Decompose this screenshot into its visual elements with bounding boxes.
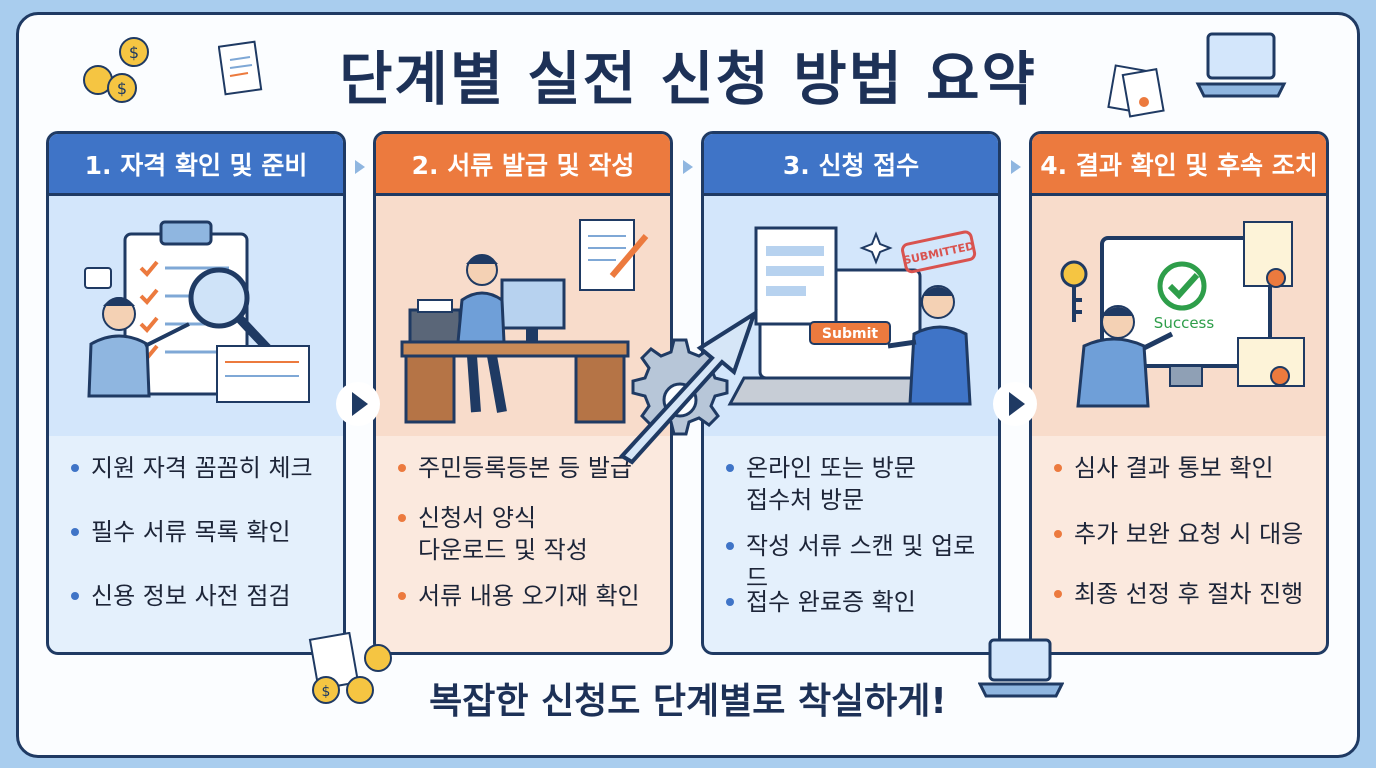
step-bullet-list: 주민등록등본 등 발급 신청서 양식 다운로드 및 작성 서류 내용 오기재 확…	[396, 452, 662, 630]
gear-arrow-icon	[618, 309, 758, 465]
step-bullet-list: 지원 자격 꼼꼼히 체크 필수 서류 목록 확인 신용 정보 사전 점검	[69, 452, 335, 644]
step-header: 3. 신청 접수	[704, 134, 998, 196]
step-card-2: 2. 서류 발급 및 작성 주민등록등본 등 발급 신청서 양식 다운로드 및 …	[373, 131, 673, 655]
submit-button-label: Submit	[822, 326, 878, 342]
success-result-icon: Success	[1060, 221, 1305, 408]
office-desk-icon	[400, 219, 649, 424]
step-card-1: 1. 자격 확인 및 준비 지원 자격 꼼꼼히 체크 필수 서류 목록 확인 신…	[46, 131, 346, 655]
step-illustration: Submit SUBMITTED	[704, 196, 998, 436]
list-item: 심사 결과 통보 확인	[1052, 452, 1318, 518]
documents-icon	[1107, 64, 1165, 118]
success-message: Success	[1154, 314, 1215, 332]
step-card-3: 3. 신청 접수 Submit SUBMITTED 온라인 또는 방문 접수처 …	[701, 131, 1001, 655]
list-item: 신용 정보 사전 점검	[69, 580, 335, 644]
step-header: 1. 자격 확인 및 준비	[49, 134, 343, 196]
laptop-icon	[1195, 32, 1287, 98]
laptop-icon	[978, 638, 1064, 698]
coins-document-icon: $	[308, 632, 392, 704]
step-arrow-icon	[355, 160, 365, 174]
step-bullet-list: 심사 결과 통보 확인 추가 보완 요청 시 대응 최종 선정 후 절차 진행	[1052, 452, 1318, 628]
next-step-arrow-icon	[993, 382, 1037, 426]
step-header: 4. 결과 확인 및 후속 조치	[1032, 134, 1326, 196]
next-step-arrow-icon	[336, 382, 380, 426]
list-item: 지원 자격 꼼꼼히 체크	[69, 452, 335, 516]
list-item: 최종 선정 후 절차 진행	[1052, 578, 1318, 628]
coins-icon: $ $	[83, 37, 149, 103]
list-item: 신청서 양식 다운로드 및 작성	[396, 502, 662, 580]
list-item: 작성 서류 스캔 및 업로드	[724, 530, 990, 592]
step-illustration: Success	[1032, 196, 1326, 436]
step-arrow-icon	[683, 160, 693, 174]
page-title: 단계별 실전 신청 방법 요약	[339, 45, 1037, 113]
step-card-4: 4. 결과 확인 및 후속 조치 Success 심사 결과 통보 확인 추가 …	[1029, 131, 1329, 655]
step-illustration	[376, 196, 670, 436]
list-item: 추가 보완 요청 시 대응	[1052, 518, 1318, 578]
svg-text:$: $	[322, 684, 331, 700]
svg-text:$: $	[129, 43, 139, 62]
step-arrow-icon	[1011, 160, 1021, 174]
document-icon	[218, 40, 263, 96]
svg-text:$: $	[117, 79, 127, 98]
list-item: 서류 내용 오기재 확인	[396, 580, 662, 630]
list-item: 접수 완료증 확인	[724, 586, 990, 636]
list-item: 필수 서류 목록 확인	[69, 516, 335, 580]
step-header: 2. 서류 발급 및 작성	[376, 134, 670, 196]
checklist-inspection-icon	[84, 220, 310, 403]
list-item: 주민등록등본 등 발급	[396, 452, 662, 502]
online-submit-icon: Submit SUBMITTED	[727, 226, 977, 406]
footer-slogan: 복잡한 신청도 단계별로 착실하게!	[429, 681, 947, 722]
step-bullet-list: 온라인 또는 방문 접수처 방문 작성 서류 스캔 및 업로드 접수 완료증 확…	[724, 452, 990, 636]
list-item: 온라인 또는 방문 접수처 방문	[724, 452, 990, 530]
step-illustration	[49, 196, 343, 436]
